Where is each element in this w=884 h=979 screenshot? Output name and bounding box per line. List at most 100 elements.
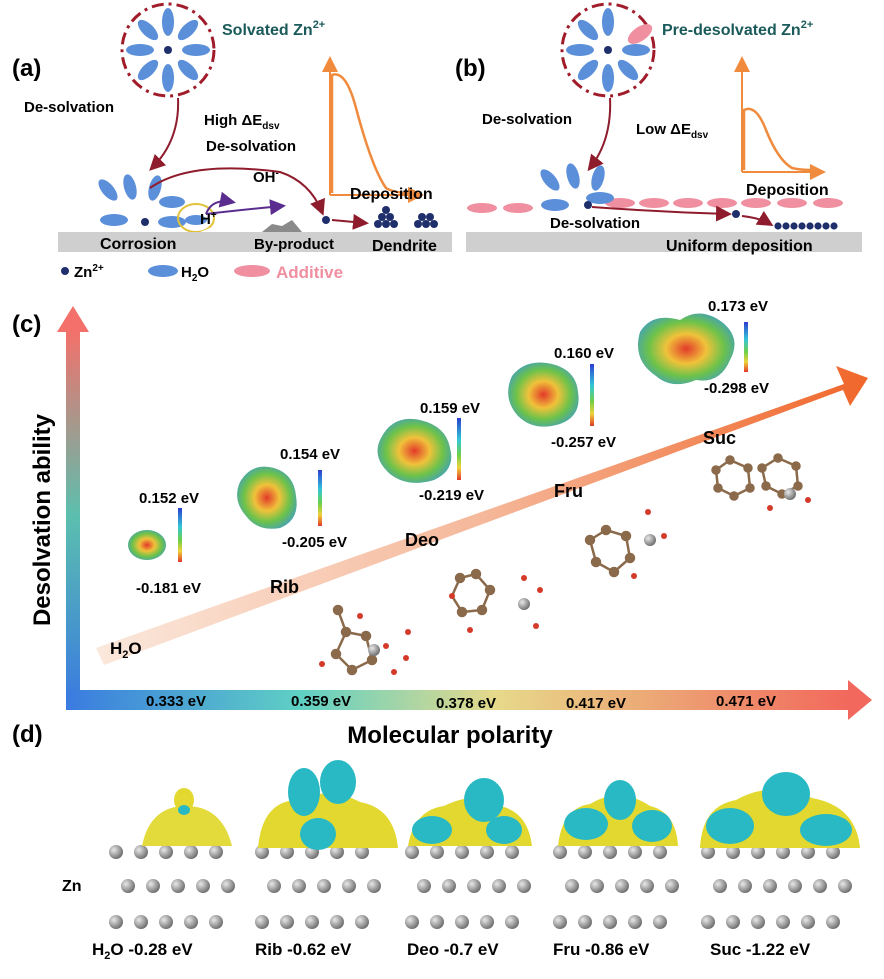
zn-atom xyxy=(355,915,369,929)
zn-atom xyxy=(367,879,381,893)
zn-atom xyxy=(603,845,617,859)
zn-substrate-b xyxy=(466,232,862,252)
panel-b-title: Pre-desolvated Zn2+ xyxy=(662,19,813,39)
adsorption-fru: Fru -0.86 eV xyxy=(553,940,650,959)
zn-substrate-a xyxy=(58,232,452,252)
deposit-arrow-b xyxy=(741,210,774,227)
charge-density-fru xyxy=(558,780,678,846)
zn-atom xyxy=(134,845,148,859)
adsorption-suc: Suc -1.22 eV xyxy=(710,940,811,959)
mol-label-deo: Deo xyxy=(405,530,439,550)
zn-atom xyxy=(751,915,765,929)
x-axis xyxy=(66,690,850,710)
zn-atom xyxy=(813,879,827,893)
zn-atom xyxy=(267,879,281,893)
panel-a-letter: (a) xyxy=(12,55,41,82)
zn-atom xyxy=(801,845,815,859)
zn-atom xyxy=(305,915,319,929)
zn-atom xyxy=(171,879,185,893)
zn-atom xyxy=(826,845,840,859)
zn-atom xyxy=(838,879,852,893)
zn-atom xyxy=(701,845,715,859)
charge-density-h2o xyxy=(142,788,232,846)
y-axis xyxy=(66,330,80,702)
zn-atom xyxy=(184,845,198,859)
dendrite-label: Dendrite xyxy=(372,238,437,255)
colorbar-suc xyxy=(744,322,748,372)
esp-surface-fru xyxy=(508,362,579,427)
esp-min-suc: -0.298 eV xyxy=(704,380,769,397)
zn-atom xyxy=(184,915,198,929)
zn-atom xyxy=(255,915,269,929)
zn-atom xyxy=(109,845,123,859)
cluster-fru xyxy=(584,509,667,579)
dendrite xyxy=(374,206,438,228)
zn-atom xyxy=(801,915,815,929)
zn-atom xyxy=(280,845,294,859)
panel-b-desolvation-top: De-solvation xyxy=(482,111,572,128)
zn-ion xyxy=(322,216,330,224)
x-axis-head xyxy=(848,680,872,720)
zn-atom xyxy=(442,879,456,893)
mol-label-fru: Fru xyxy=(554,481,583,501)
esp-min-deo: -0.219 eV xyxy=(419,487,484,504)
zn-atom xyxy=(467,879,481,893)
zn-atom xyxy=(417,879,431,893)
zn-atom xyxy=(280,915,294,929)
zn-atom xyxy=(603,915,617,929)
energy-plot-a xyxy=(322,56,424,203)
cluster-rib xyxy=(319,604,411,676)
zn-atom xyxy=(788,879,802,893)
esp-surface-suc xyxy=(638,313,735,385)
esp-min-rib: -0.205 eV xyxy=(282,534,347,551)
corrosion-pit xyxy=(200,226,246,232)
zn-slab-label: Zn xyxy=(62,878,82,895)
charge-density-suc xyxy=(700,772,860,848)
legend-h2o: H2O xyxy=(181,264,209,284)
zn-atom xyxy=(701,915,715,929)
y-axis-label: Desolvation ability xyxy=(29,413,56,626)
panel-c-letter: (c) xyxy=(12,311,41,338)
zn-atom xyxy=(405,845,419,859)
zn-atom xyxy=(738,879,752,893)
high-desolvation: De-solvation xyxy=(206,138,296,155)
polarity-deo: 0.378 eV xyxy=(436,695,496,712)
energy-plot-b xyxy=(734,56,826,180)
cluster-deo xyxy=(449,568,543,633)
deposit-arrow xyxy=(331,213,369,230)
panel-d-letter: (d) xyxy=(12,721,43,748)
zn-atom xyxy=(317,879,331,893)
zn-atom xyxy=(776,915,790,929)
legend-water-marker xyxy=(148,265,178,277)
esp-max-deo: 0.159 eV xyxy=(420,400,480,417)
zn-atom xyxy=(640,879,654,893)
panel-a-title: Solvated Zn2+ xyxy=(222,19,325,39)
esp-max-fru: 0.160 eV xyxy=(554,345,614,362)
zn-atom xyxy=(480,915,494,929)
colorbar-h2o xyxy=(178,508,182,562)
esp-min-h2o: -0.181 eV xyxy=(136,580,201,597)
zn-atom xyxy=(726,845,740,859)
additive-layer xyxy=(467,198,843,213)
panel-a-desolvation: De-solvation xyxy=(24,99,114,116)
zn-atom xyxy=(763,879,777,893)
desolvating-ion-b xyxy=(540,163,614,211)
ion-transfer-arrow-b xyxy=(591,205,732,222)
zn-atom xyxy=(405,915,419,929)
panel-b-letter: (b) xyxy=(455,55,486,82)
solvation-shell xyxy=(120,2,216,98)
legend-zn: Zn2+ xyxy=(74,263,104,281)
trend-arrow xyxy=(96,366,868,665)
mol-label-h2o: H2O xyxy=(110,639,142,661)
oh-arrow xyxy=(205,199,286,216)
colorbar-rib xyxy=(318,470,322,526)
legend-zn-marker xyxy=(61,267,69,275)
zn-atom xyxy=(665,879,679,893)
corrosion-label: Corrosion xyxy=(100,236,176,253)
zn-atom xyxy=(628,915,642,929)
uniform-layer xyxy=(774,222,838,230)
zn-atom xyxy=(342,879,356,893)
cluster-suc xyxy=(711,453,811,511)
zn-atom xyxy=(826,915,840,929)
